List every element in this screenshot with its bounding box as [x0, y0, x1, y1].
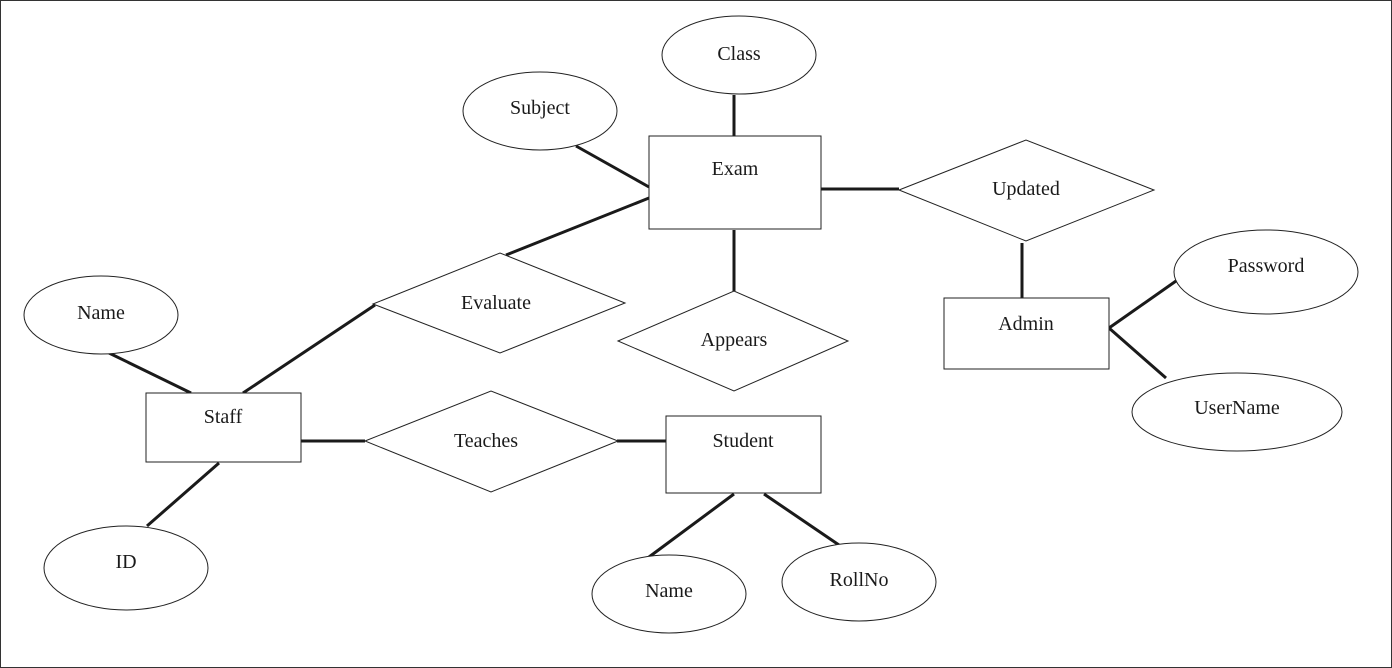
entity-staff: Staff [145, 392, 302, 463]
entity-admin-label: Admin [998, 313, 1054, 335]
entity-staff-label: Staff [204, 406, 243, 428]
attr-staff-name-label: Name [77, 302, 125, 324]
rel-appears-label: Appears [701, 329, 768, 351]
rel-evaluate: Evaluate [371, 252, 627, 354]
attr-username-label: UserName [1194, 397, 1280, 419]
attr-student-name-label: Name [645, 580, 693, 602]
rel-updated-label: Updated [992, 178, 1060, 200]
rel-appears: Appears [616, 290, 850, 392]
attr-subject-label: Subject [510, 97, 570, 119]
link-student-name [648, 492, 735, 559]
attr-staff-id-label: ID [115, 551, 136, 573]
attr-rollno-label: RollNo [830, 569, 889, 591]
attr-subject: Subject [462, 71, 618, 151]
entity-exam: Exam [648, 135, 822, 230]
entity-student: Student [665, 415, 822, 494]
connectors [108, 95, 1177, 559]
rel-updated: Updated [897, 139, 1156, 242]
attr-staff-name: Name [23, 275, 179, 355]
attr-username: UserName [1131, 372, 1343, 452]
attr-class-label: Class [717, 43, 761, 65]
link-staff-id [146, 461, 220, 528]
rel-teaches: Teaches [363, 390, 620, 493]
link-staff-name [108, 351, 192, 395]
attr-rollno: RollNo [781, 542, 937, 622]
rel-evaluate-label: Evaluate [461, 292, 531, 314]
entity-student-label: Student [712, 430, 774, 452]
entity-admin: Admin [943, 297, 1110, 370]
attr-password: Password [1173, 229, 1359, 315]
link-evaluate-staff [242, 303, 376, 395]
rel-teaches-label: Teaches [454, 430, 518, 452]
link-exam-subject [575, 144, 650, 189]
link-admin-username [1108, 326, 1167, 380]
attr-class: Class [661, 15, 817, 95]
link-student-rollno [763, 492, 840, 547]
link-exam-evaluate [505, 196, 650, 257]
attr-student-name: Name [591, 554, 747, 634]
attr-staff-id: ID [43, 525, 209, 611]
attr-password-label: Password [1228, 255, 1305, 277]
entity-exam-label: Exam [712, 158, 759, 180]
link-admin-password [1108, 279, 1177, 330]
